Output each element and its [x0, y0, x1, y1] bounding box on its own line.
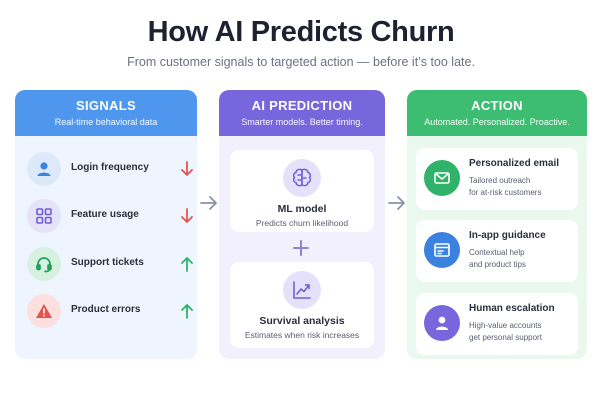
in-app-guidance-card: In-app guidance Contextual help and prod…	[416, 220, 578, 282]
brain-icon	[283, 159, 321, 197]
card-title: In-app guidance	[469, 230, 546, 241]
card-description: Contextual help	[469, 248, 525, 257]
flow-arrow-icon	[388, 196, 405, 210]
action-column: ACTION Automated. Personalized. Proactiv…	[407, 90, 587, 359]
signal-feature-usage: Feature usage	[27, 199, 197, 233]
ml-model-card: ML model Predicts churn likelihood	[230, 150, 374, 232]
action-heading: ACTION	[471, 98, 523, 113]
card-title: Human escalation	[469, 303, 555, 314]
survival-analysis-card: Survival analysis Estimates when risk in…	[230, 262, 374, 348]
card-description: Estimates when risk increases	[244, 330, 360, 340]
card-title: ML model	[277, 203, 327, 215]
signal-label: Feature usage	[71, 209, 139, 220]
trend-chart-icon	[283, 271, 321, 309]
headset-icon	[27, 247, 61, 281]
flow-arrow-icon	[200, 196, 217, 210]
card-description: Predicts churn likelihood	[255, 218, 349, 228]
page-title: How AI Predicts Churn	[147, 16, 455, 48]
card-description: for at-risk customers	[469, 188, 542, 197]
signal-login-frequency: Login frequency	[27, 152, 197, 186]
card-title: Personalized email	[469, 158, 560, 169]
card-title: Survival analysis	[259, 315, 345, 327]
card-description: get personal support	[469, 333, 542, 342]
arrow-up-icon	[181, 257, 193, 272]
action-header: ACTION Automated. Personalized. Proactiv…	[407, 90, 587, 136]
card-description: Tailored outreach	[469, 176, 531, 185]
human-escalation-card: Human escalation High-value accounts get…	[416, 293, 578, 355]
signals-column: SIGNALS Real-time behavioral data Login …	[15, 90, 197, 359]
action-subheading: Automated. Personalized. Proactive.	[424, 117, 570, 127]
user-icon	[27, 152, 61, 186]
signal-label: Product errors	[71, 304, 141, 315]
card-description: and product tips	[469, 260, 526, 269]
signal-label: Support tickets	[71, 257, 144, 268]
arrow-up-icon	[181, 304, 193, 319]
signal-label: Login frequency	[71, 162, 149, 173]
plus-icon	[293, 240, 309, 256]
person-icon	[424, 305, 460, 341]
signal-support-tickets: Support tickets	[27, 247, 197, 281]
prediction-column: AI PREDICTION Smarter models. Better tim…	[219, 90, 385, 359]
prediction-subheading: Smarter models. Better timing.	[241, 117, 363, 127]
warning-icon	[27, 294, 61, 328]
prediction-header: AI PREDICTION Smarter models. Better tim…	[219, 90, 385, 136]
app-window-icon	[424, 232, 460, 268]
signals-heading: SIGNALS	[76, 98, 136, 113]
signals-header: SIGNALS Real-time behavioral data	[15, 90, 197, 136]
mail-icon	[424, 160, 460, 196]
arrow-down-icon	[181, 161, 193, 176]
page-subtitle: From customer signals to targeted action…	[127, 55, 475, 69]
prediction-heading: AI PREDICTION	[251, 98, 353, 113]
grid-icon	[27, 199, 61, 233]
arrow-down-icon	[181, 208, 193, 223]
signal-product-errors: Product errors	[27, 294, 197, 328]
signals-subheading: Real-time behavioral data	[54, 117, 158, 127]
personalized-email-card: Personalized email Tailored outreach for…	[416, 148, 578, 210]
card-description: High-value accounts	[469, 321, 542, 330]
